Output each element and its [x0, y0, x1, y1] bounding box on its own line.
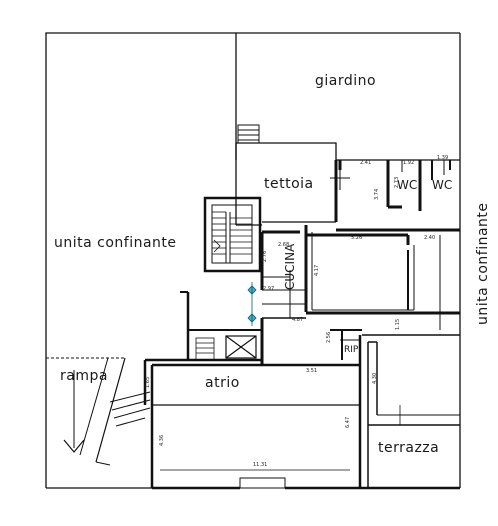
dim-6-47: 6.47: [345, 417, 351, 428]
lift-box: [225, 335, 257, 359]
cyan-markers: [247, 282, 257, 326]
dim-2-76: 2.76: [262, 251, 268, 262]
dim-11-31: 11.31: [253, 462, 267, 468]
dim-4-17: 4.17: [314, 265, 320, 276]
label-giardino: giardino: [315, 73, 376, 89]
label-atrio: atrio: [205, 375, 240, 391]
label-unita-right: unita confinante: [475, 202, 491, 325]
tettoia-walls: [235, 142, 460, 232]
label-tettoia: tettoia: [264, 176, 314, 192]
dim-4-30: 4.30: [372, 373, 378, 384]
dim-3-74: 3.74: [374, 189, 380, 200]
dim-2-73: 2.73: [394, 177, 400, 188]
dim-5-26: 5.26: [351, 235, 362, 241]
dim-4-36: 4.36: [159, 435, 165, 446]
label-cucina: CUCINA: [283, 243, 297, 290]
dim-1-65: 1.65: [145, 377, 151, 388]
cucina-walls: [260, 225, 460, 330]
dim-1-39: 1.39: [437, 155, 448, 161]
dim-2-41: 2.41: [360, 160, 371, 166]
label-rip: RIP: [344, 345, 359, 355]
dimension-labels: 2.41 1.92 1.39 3.74 2.73 2.68 2.76 5.26 …: [145, 155, 448, 468]
dim-3-51: 3.51: [306, 368, 317, 374]
label-unita-left: unita confinante: [54, 235, 177, 251]
stairwell: [203, 196, 262, 273]
outer-boundary: [45, 32, 461, 489]
dim-2-68: 2.68: [278, 242, 289, 248]
wc-block: [338, 160, 451, 211]
label-terrazza: terrazza: [378, 440, 439, 456]
rampa: [46, 357, 151, 466]
top-stair: [237, 124, 260, 144]
label-rampa: rampa: [60, 368, 108, 384]
dim-1-92: 1.92: [403, 160, 414, 166]
label-wc-1: WC: [397, 178, 417, 192]
dim-2-40: 2.40: [424, 235, 435, 241]
atrio-stair: [195, 337, 215, 361]
dim-4-87: 4.87: [292, 317, 303, 323]
room-labels: giardino tettoia unita confinante unita …: [54, 73, 491, 456]
label-wc-2: WC: [432, 178, 452, 192]
dim-1-15: 1.15: [395, 319, 401, 330]
dim-2-97: 2.97: [263, 286, 274, 292]
atrio-walls: [143, 291, 460, 490]
dim-2-56: 2.56: [326, 332, 332, 343]
